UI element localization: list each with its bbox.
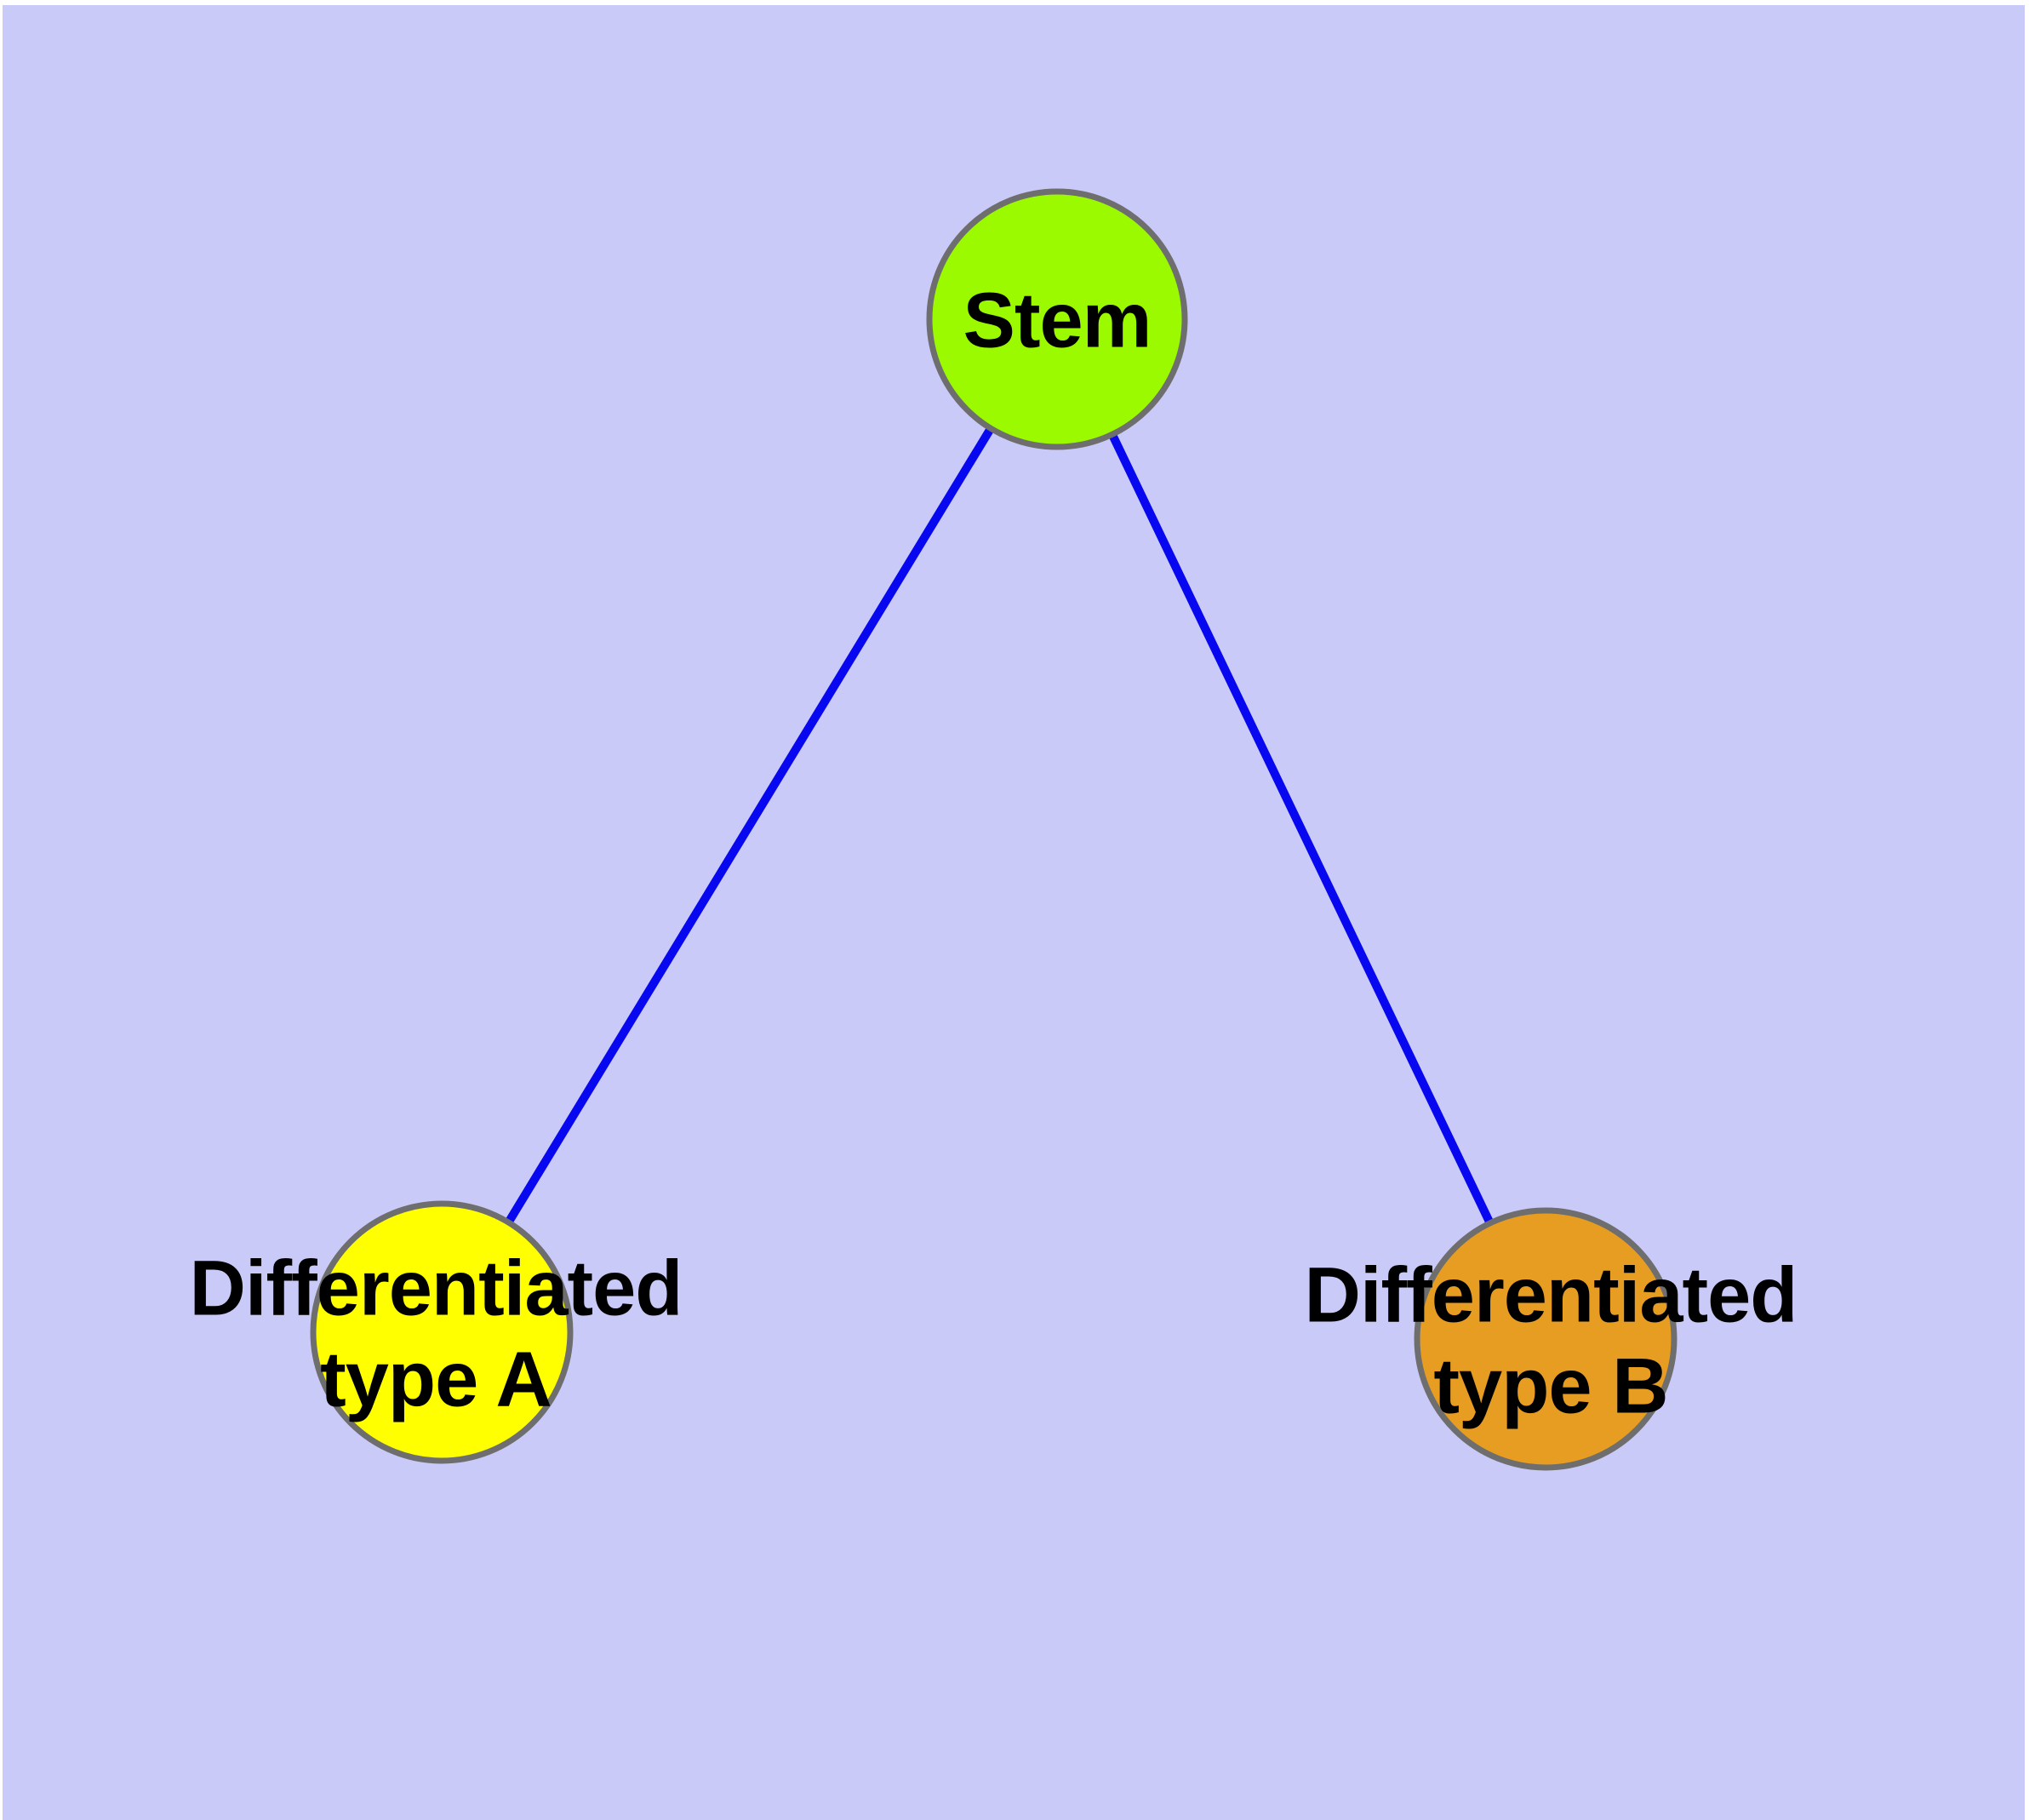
node-label-differentiated-type-b: Differentiated type B (1304, 1251, 1798, 1429)
node-type-a-circle (310, 1200, 574, 1464)
node-label-differentiated-type-a: Differentiated type A (189, 1245, 683, 1422)
edge-stem-to-type-b (1053, 317, 1550, 1342)
node-label-stem: Stem (963, 277, 1152, 364)
node-type-b-circle (1414, 1207, 1677, 1471)
node-stem (926, 188, 1188, 450)
edge-stem-to-type-a (437, 317, 1061, 1335)
node-stem-circle (926, 188, 1188, 450)
node-differentiated-type-b (1414, 1207, 1677, 1471)
node-differentiated-type-a (310, 1200, 574, 1464)
